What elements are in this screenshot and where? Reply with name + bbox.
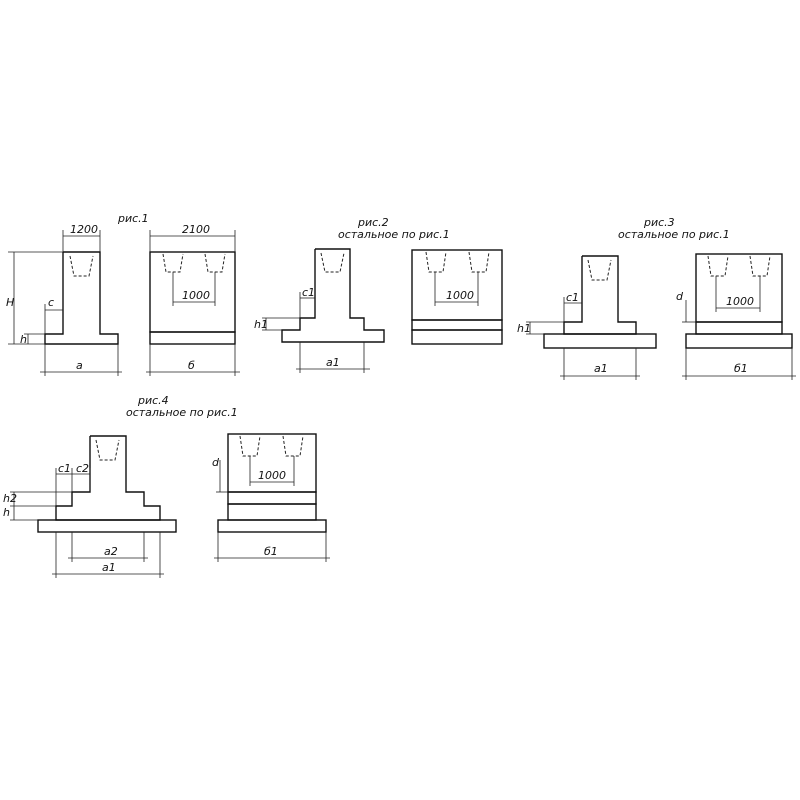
figure-2-caption: рис.2 — [357, 216, 389, 229]
dim-a1-fig2: a1 — [326, 356, 340, 369]
dim-c2-fig4: c2 — [76, 462, 89, 475]
figure-1-side-view: 1200 H h c a — [6, 223, 122, 376]
dim-1000-fig2: 1000 — [446, 289, 474, 302]
dim-c: c — [48, 296, 54, 309]
dim-c1-fig2: c1 — [302, 286, 315, 299]
dim-h-fig4: h — [3, 506, 10, 519]
dim-d-fig3: d — [676, 290, 684, 303]
dim-d-fig4: d — [212, 456, 220, 469]
figure-1-front-view: 2100 1000 б — [146, 223, 240, 376]
figure-3-caption: рис.3 — [643, 216, 675, 229]
figure-3: рис.3 остальное по рис.1 c1 h1 a1 — [517, 216, 796, 380]
figure-2: рис.2 остальное по рис.1 c1 h1 a1 — [254, 216, 503, 373]
figure-3-subcaption: остальное по рис.1 — [618, 228, 730, 241]
figure-1: рис.1 1200 H h c a — [6, 212, 240, 376]
dim-a1-fig3: a1 — [594, 362, 608, 375]
dim-h: h — [20, 333, 27, 346]
figure-2-front-view: 1000 — [411, 249, 503, 345]
dim-a2-fig4: a2 — [104, 545, 118, 558]
figure-4-subcaption: остальное по рис.1 — [126, 406, 238, 419]
figure-4-caption: рис.4 — [137, 394, 169, 407]
figure-2-side-view: c1 h1 a1 — [254, 248, 385, 373]
dim-b1-fig4: б1 — [264, 545, 278, 558]
dim-1200: 1200 — [70, 223, 98, 236]
dim-1000-fig4: 1000 — [258, 469, 286, 482]
dim-c1-fig3: c1 — [566, 291, 579, 304]
dim-2100: 2100 — [182, 223, 210, 236]
figure-4: рис.4 остальное по рис.1 c1 c2 h h2 a2 — [3, 394, 330, 578]
figure-4-front-view: 1000 d б1 — [212, 433, 330, 562]
figure-2-subcaption: остальное по рис.1 — [338, 228, 450, 241]
dim-1000-fig1: 1000 — [182, 289, 210, 302]
dim-h1-fig3: h1 — [517, 322, 531, 335]
dim-c1-fig4: c1 — [58, 462, 71, 475]
dim-a1-fig4: a1 — [102, 561, 116, 574]
figure-3-front-view: 1000 d б1 — [676, 253, 796, 380]
dim-1000-fig3: 1000 — [726, 295, 754, 308]
dim-H: H — [6, 296, 14, 309]
dim-a: a — [76, 359, 83, 372]
dim-h1-fig2: h1 — [254, 318, 268, 331]
dim-b1-fig3: б1 — [734, 362, 748, 375]
dim-b: б — [188, 359, 195, 372]
figure-3-side-view: c1 h1 a1 — [517, 255, 657, 380]
figure-1-caption: рис.1 — [117, 212, 149, 225]
dim-h2-fig4: h2 — [3, 492, 17, 505]
figure-4-side-view: c1 c2 h h2 a2 a1 — [3, 435, 177, 578]
